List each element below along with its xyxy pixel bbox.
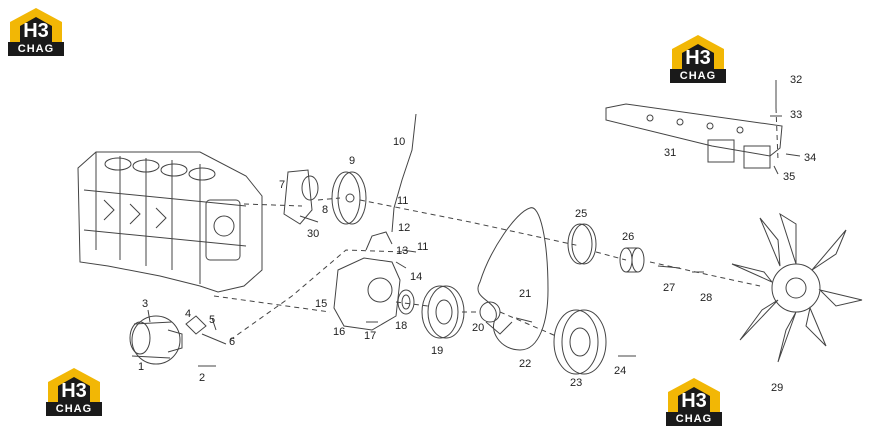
- logo-mark: H3: [23, 20, 49, 42]
- logo-mark: H3: [681, 390, 707, 412]
- fan-spacer: [619, 247, 645, 273]
- brand-logo-bottom-right: H3 CHAG: [664, 376, 724, 426]
- gear-cover: [333, 231, 401, 331]
- sensor-cable: [391, 113, 417, 233]
- callout-6: 6: [229, 336, 235, 348]
- logo-house-icon: [668, 378, 720, 412]
- logo-wordmark: CHAG: [670, 69, 726, 83]
- callout-25: 25: [575, 208, 587, 220]
- callout-1: 1: [138, 361, 144, 373]
- callout-31: 31: [664, 147, 676, 159]
- callout-7: 7: [279, 179, 285, 191]
- logo-house-icon: [10, 8, 62, 42]
- fan-pulley: [553, 309, 607, 375]
- brand-logo-top-right: H3 CHAG: [668, 33, 728, 83]
- callout-21: 21: [519, 288, 531, 300]
- logo-wordmark: CHAG: [8, 42, 64, 56]
- logo-mark: H3: [61, 380, 87, 402]
- callout-5: 5: [209, 314, 215, 326]
- brand-logo-bottom-left: H3 CHAG: [44, 366, 104, 416]
- alternator: [129, 315, 183, 365]
- callout-12: 12: [398, 222, 410, 234]
- brand-logo-top-left: H3 CHAG: [6, 6, 66, 56]
- callout-17: 17: [364, 330, 376, 342]
- callout-15: 15: [315, 298, 327, 310]
- oil-seal: [397, 289, 415, 315]
- callout-11-upper: 11: [397, 195, 408, 207]
- logo-house-icon: [48, 368, 100, 402]
- idler-bracket: [283, 169, 319, 225]
- callout-26: 26: [622, 231, 634, 243]
- callout-9: 9: [349, 155, 355, 167]
- callout-labels: 1 2 3 4 5 6 7 8 9 10 11 11 12 13 14 15 1…: [138, 74, 816, 394]
- callout-2: 2: [199, 372, 205, 384]
- callout-10: 10: [393, 136, 405, 148]
- callout-19: 19: [431, 345, 443, 357]
- callout-16: 16: [333, 326, 345, 338]
- exhaust-manifold-gasket: [605, 103, 783, 169]
- logo-mark: H3: [685, 47, 711, 69]
- callout-35: 35: [783, 171, 795, 183]
- logo-house-icon: [672, 35, 724, 69]
- callout-32: 32: [790, 74, 802, 86]
- callout-8: 8: [322, 204, 328, 216]
- callout-13: 13: [396, 245, 408, 257]
- cooling-fan: [731, 212, 863, 363]
- crankshaft-pulley: [421, 285, 465, 339]
- callout-18: 18: [395, 320, 407, 332]
- callout-20: 20: [472, 322, 484, 334]
- callout-14: 14: [410, 271, 422, 283]
- callout-33: 33: [790, 109, 802, 121]
- drive-belt: [477, 207, 549, 351]
- callout-23: 23: [570, 377, 582, 389]
- callout-11-lower: 11: [417, 241, 428, 253]
- callout-29: 29: [771, 382, 783, 394]
- callout-24: 24: [614, 365, 626, 377]
- logo-wordmark: CHAG: [46, 402, 102, 416]
- callout-34: 34: [804, 152, 816, 164]
- engine-block: [77, 151, 263, 293]
- assembly-lines: [213, 107, 779, 341]
- callout-30: 30: [307, 228, 319, 240]
- callout-22: 22: [519, 358, 531, 370]
- callout-3: 3: [142, 298, 148, 310]
- logo-wordmark: CHAG: [666, 412, 722, 426]
- callout-4: 4: [185, 308, 191, 320]
- alternator-bracket: [185, 315, 207, 335]
- callout-28: 28: [700, 292, 712, 304]
- callout-27: 27: [663, 282, 675, 294]
